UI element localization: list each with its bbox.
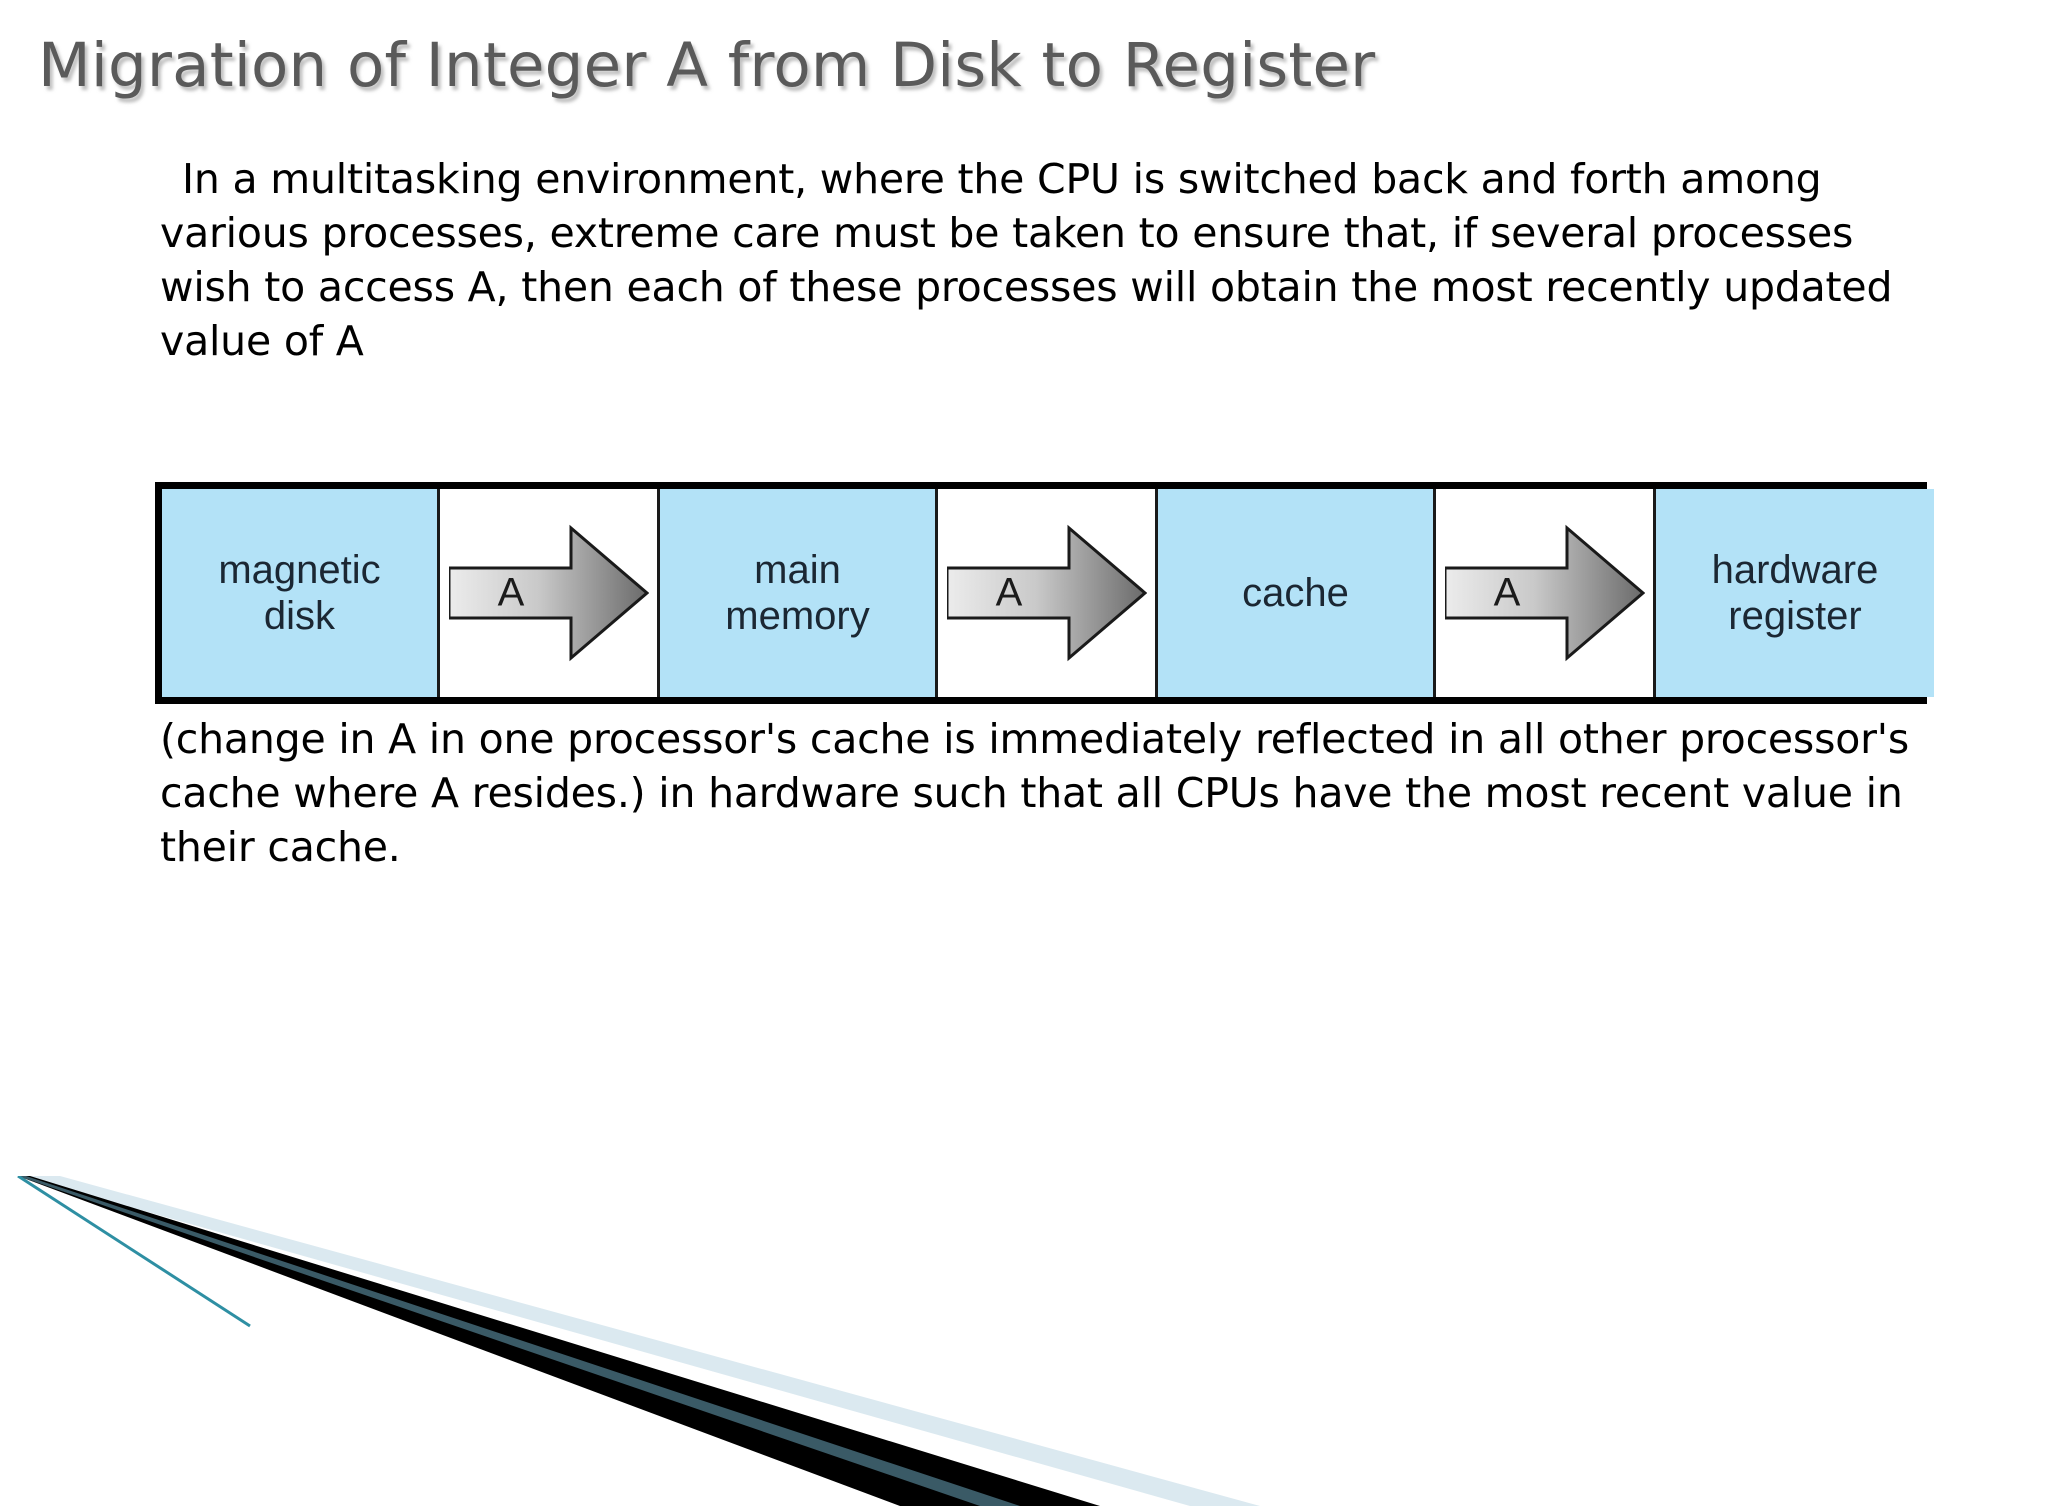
diagram-box-hardware-register: hardware register: [1656, 489, 1934, 697]
diagram-box-label: cache: [1242, 571, 1349, 615]
right-arrow-icon: A: [1444, 520, 1645, 666]
diagram-box-cache: cache: [1158, 489, 1436, 697]
intro-paragraph: In a multitasking environment, where the…: [160, 155, 1893, 365]
page-title: Migration of Integer A from Disk to Regi…: [38, 30, 1376, 101]
right-arrow-icon: A: [946, 520, 1147, 666]
diagram-box-main-memory: main memory: [660, 489, 938, 697]
slide-decoration: [0, 1176, 1260, 1506]
diagram-box-magnetic-disk: magnetic disk: [162, 489, 440, 697]
note-paragraph: (change in A in one processor's cache is…: [160, 715, 1910, 871]
diagram-arrow-cell-1: A: [440, 489, 660, 697]
diagram-box-label: main memory: [725, 548, 870, 638]
diagram-arrow-cell-3: A: [1436, 489, 1656, 697]
migration-diagram: magnetic disk A ma: [155, 482, 1934, 704]
diagram-arrow-cell-2: A: [938, 489, 1158, 697]
diagram-box-label: hardware register: [1711, 548, 1879, 638]
right-arrow-icon: A: [448, 520, 649, 666]
diagram-box-label: magnetic disk: [218, 548, 381, 638]
